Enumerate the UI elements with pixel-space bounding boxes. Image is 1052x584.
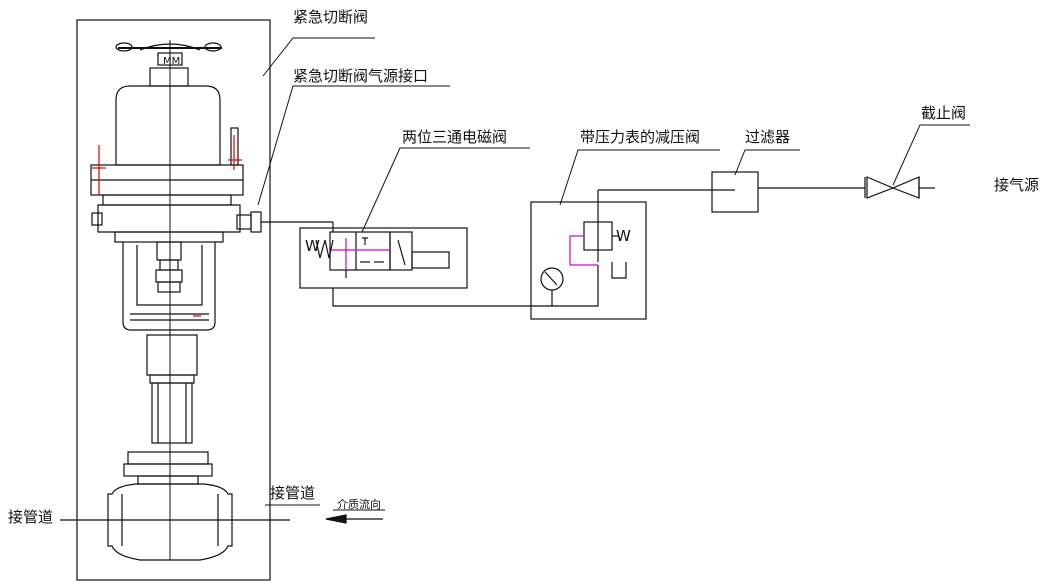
label-air-supply-port: 紧急切断阀气源接口 (293, 67, 429, 85)
bonnet (146, 334, 198, 444)
svg-text:MM: MM (163, 56, 180, 67)
label-flow-direction: 介质流向 (337, 498, 381, 511)
flow-arrow-icon (325, 514, 383, 524)
label-air-source: 接气源 (994, 176, 1040, 194)
side-studs (91, 127, 242, 226)
label-pipe-left: 接管道 (8, 508, 54, 526)
valve-stem (155, 40, 183, 560)
pressure-gauge-icon (540, 267, 564, 306)
label-stop-valve: 截止阀 (921, 104, 967, 122)
label-emergency-shutoff-valve: 紧急切断阀 (293, 8, 369, 26)
valve-enclosure (76, 19, 271, 581)
air-port-fitting (236, 211, 334, 233)
reducer-spring-symbol: W (616, 227, 631, 245)
leader-lines (257, 37, 970, 511)
filter-box (711, 171, 759, 213)
label-pipe-right: 接管道 (270, 484, 316, 502)
label-pressure-reducer: 带压力表的减压阀 (580, 128, 701, 146)
solenoid-spring-symbol: W (305, 237, 320, 255)
yoke (122, 242, 216, 331)
handwheel-icon: MM (115, 42, 222, 67)
actuator-housing (90, 85, 244, 243)
solenoid-valve (299, 227, 468, 289)
label-solenoid-valve: 两位三通电磁阀 (402, 128, 508, 146)
air-line-solenoid-regulator (332, 265, 599, 307)
actuator-top-neck (149, 67, 189, 87)
label-filter: 过滤器 (745, 128, 791, 146)
stop-valve-icon (864, 176, 935, 199)
pressure-reducer (530, 189, 735, 320)
